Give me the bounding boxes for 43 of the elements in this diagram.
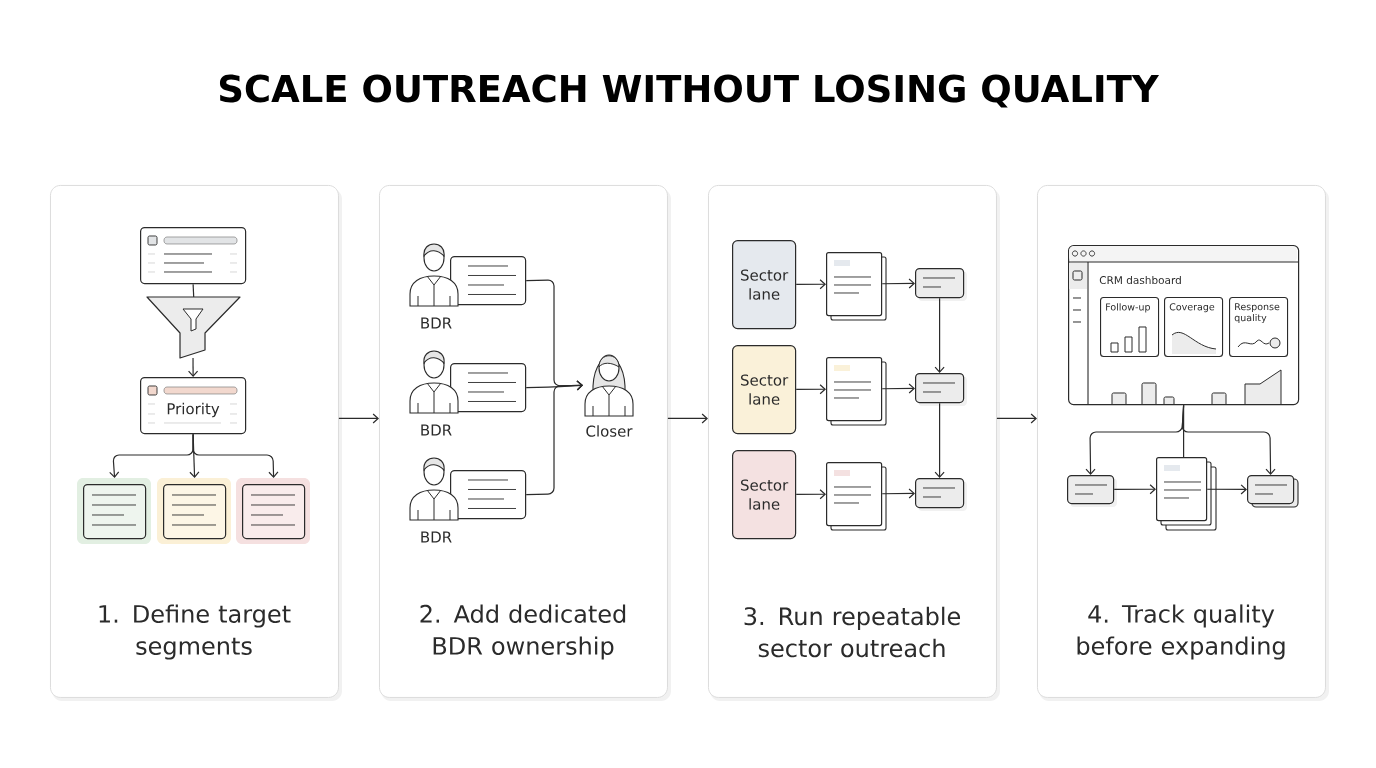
arrow [188, 357, 199, 377]
arrow [881, 488, 915, 499]
arrow [795, 384, 826, 395]
arrow [996, 413, 1037, 424]
arrow [934, 402, 945, 478]
document-stack [1156, 457, 1217, 531]
funnel-drawing [146, 296, 241, 359]
document-stack [826, 462, 887, 531]
metric-card: Response quality [1229, 297, 1289, 358]
arrow [525, 380, 583, 496]
note-card [1067, 475, 1117, 507]
lane-card: Sector lane [732, 240, 797, 330]
arrow [795, 279, 826, 290]
note-card [915, 478, 967, 511]
arrow [795, 489, 826, 500]
arrow [881, 383, 915, 394]
lane-card: Sector lane [732, 450, 797, 540]
document-stack [826, 357, 887, 426]
priority-card: Priority [140, 377, 247, 435]
metric-card: Coverage [1164, 297, 1224, 358]
note-card [1247, 475, 1299, 508]
segment-card [236, 478, 310, 544]
title: SCALE OUTREACH WITHOUT LOSING QUALITY [219, 74, 1160, 108]
segment-card [157, 478, 231, 544]
note-card [915, 268, 967, 301]
metric-card: Follow-up [1100, 297, 1160, 358]
arrow [881, 278, 915, 289]
arrow [1206, 484, 1247, 495]
segment-card [77, 478, 151, 544]
list-card [140, 227, 247, 285]
arrow [1181, 404, 1276, 475]
note-card [915, 373, 967, 406]
arrow [192, 433, 279, 478]
lane-card: Sector lane [732, 345, 797, 435]
role-label: BDR [421, 317, 452, 329]
document-stack [826, 252, 887, 321]
role-label: Closer [586, 425, 633, 437]
arrow [1113, 484, 1156, 495]
role-label: BDR [421, 424, 452, 436]
arrow [934, 297, 945, 373]
role-label: BDR [421, 531, 452, 543]
arrow [667, 413, 708, 424]
arrow [338, 413, 379, 424]
